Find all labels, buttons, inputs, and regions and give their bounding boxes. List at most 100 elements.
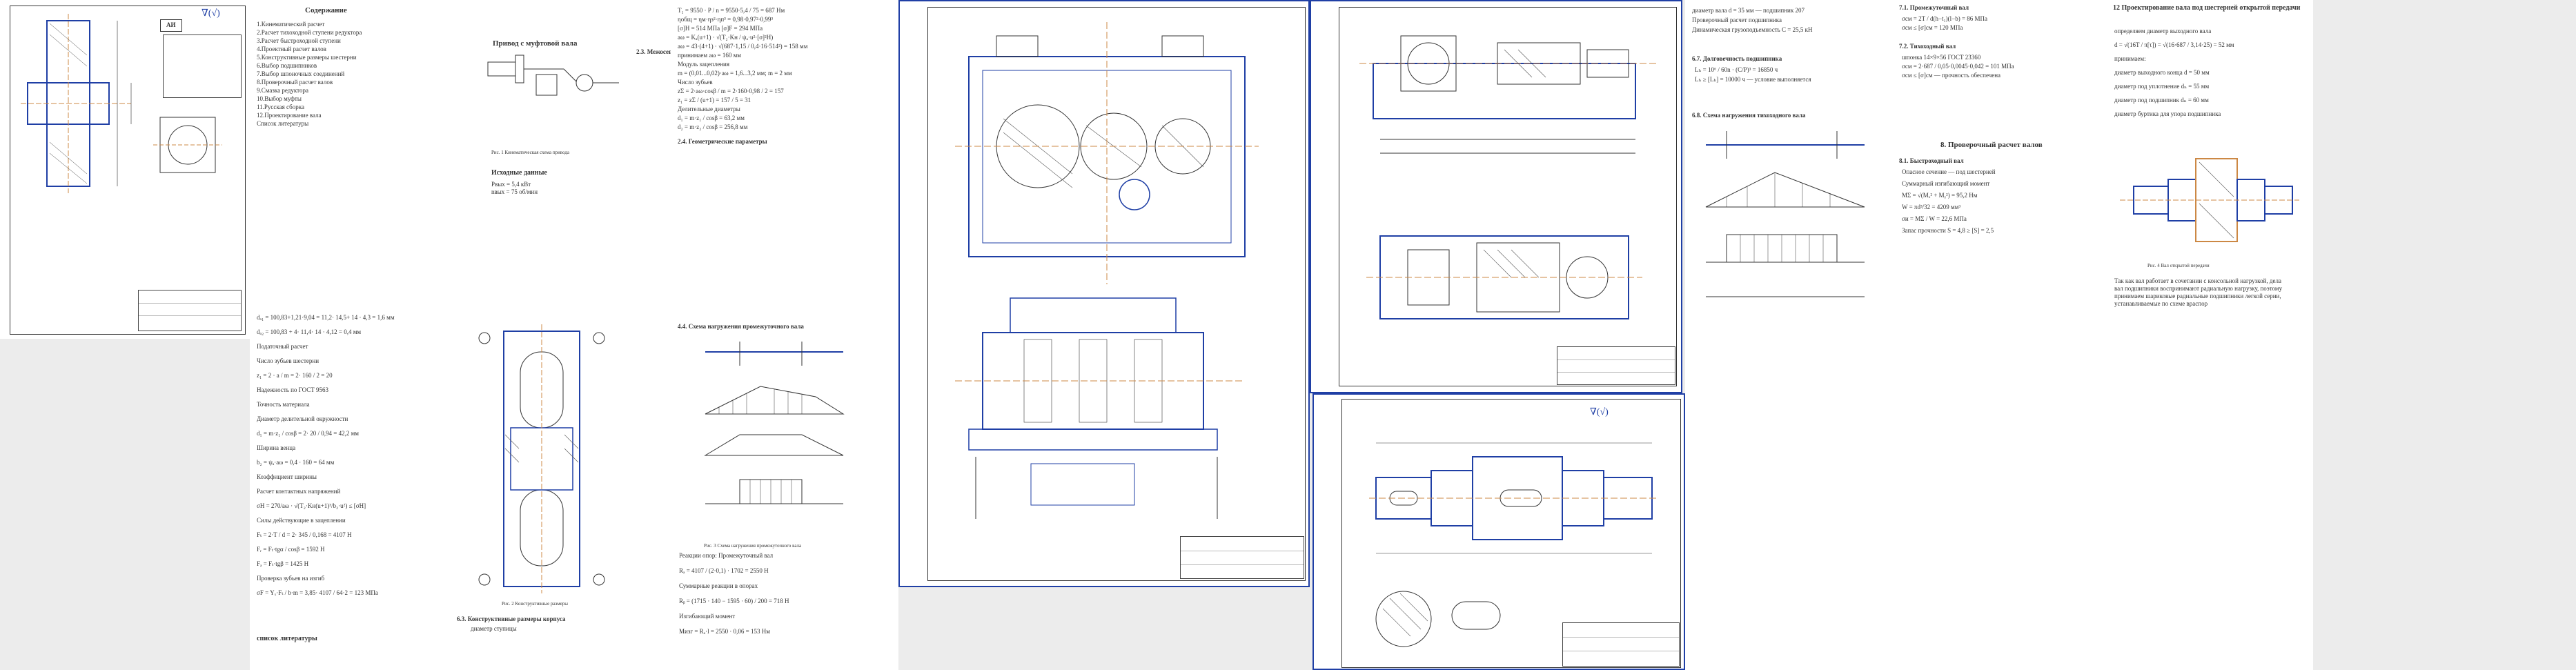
text-line: 12.Проектирование вала — [257, 112, 322, 119]
text-line: Lₕ ≥ [Lₕ] = 10000 ч — условие выполняетс… — [1695, 76, 1811, 83]
hub-detail-view — [153, 117, 222, 173]
text-line: Mизг = Rₐ·l = 2550 · 0,06 = 153 Нм — [679, 628, 770, 635]
section-slow-shaft: 7.2. Тихоходный вал — [1899, 43, 1956, 50]
text-line: 7.Выбор шпоночных соединений — [257, 70, 345, 77]
designation-label: АИ — [166, 21, 176, 28]
text-line: σи = MΣ / W = 22,6 МПа — [1902, 215, 1967, 222]
blank-margin — [2313, 0, 2576, 670]
shaft-roughness-symbol: ∇(√) — [1590, 407, 1609, 417]
text-line: Lₕ = 10⁶ / 60n · (C/P)³ = 16850 ч — [1695, 66, 1778, 73]
text-line: принимаем: — [2114, 55, 2146, 62]
text-line: d₁ = m·z₁ / cosβ = 63,2 мм — [678, 115, 745, 121]
layout-caption: Рис. 2 Конструктивные размеры — [502, 601, 568, 607]
text-line: 3.Расчет быстроходной ступени — [257, 37, 341, 44]
designation-box: АИ — [160, 19, 182, 32]
text-line: m = (0,01...0,02)·aω = 1,6...3,2 мм; m =… — [678, 70, 792, 77]
text-line: принимаем шариковые радиальные подшипник… — [2114, 293, 2281, 299]
shaft-title-block — [1562, 622, 1680, 667]
text-line: 6.Выбор подшипников — [257, 62, 317, 69]
text-line: Изгибающий момент — [679, 613, 736, 620]
text-line: Надежность по ГОСТ 9563 — [257, 386, 329, 393]
gear-wheel-section — [21, 14, 132, 193]
text-line: диаметр выходного конца d = 50 мм — [2114, 69, 2210, 76]
shaft-main-view — [1369, 442, 1659, 554]
text-line: σH = 270/aω · √(T₂·Kн(u+1)³/b₂·u²) ≤ [σH… — [257, 502, 366, 509]
layout-section: 6.3. Конструктивные размеры корпуса — [457, 615, 566, 622]
text-line: Силы действующие в зацеплении — [257, 517, 346, 524]
roughness-symbol: ∇(√) — [201, 8, 220, 19]
text-line: σсм ≤ [σ]см — прочность обеспечена — [1902, 72, 2001, 79]
assembly-front-view — [955, 297, 1245, 519]
section-shaft-check: 8. Проверочный расчет валов — [1940, 141, 2043, 149]
tech-requirements — [141, 264, 142, 271]
section-load-scheme: 4.4. Схема нагружения промежуточного вал… — [678, 323, 804, 330]
text-line: диаметр под уплотнение dₙ = 55 мм — [2114, 83, 2210, 90]
text-line: d₁ = m·z₁ / cosβ = 2· 20 / 0,94 = 42,2 м… — [257, 430, 359, 437]
drive-frame — [1339, 7, 1677, 386]
text-line: диаметр буртика для упора подшипника — [2114, 110, 2221, 117]
drawing-frame — [10, 6, 246, 335]
text-line: ηобщ = ηм·ηз²·ηп³ = 0,98·0,97²·0,99³ — [678, 16, 774, 23]
open-gear-shaft-drawing — [2120, 158, 2299, 242]
text-line: dₐ₁ = 100,83+1,21·9,04 = 11,2· 14,5+ 14 … — [257, 314, 395, 321]
text-line: Делительные диаметры — [678, 106, 740, 112]
text-line: диаметр вала d = 35 мм — подшипник 207 — [1692, 7, 1805, 14]
literature-footer: список литературы — [257, 635, 317, 642]
text-line: Опасное сечение — под шестерней — [1902, 168, 1996, 175]
text-line: Rₐ = 4107 / (2·0,1) · 1702 = 2550 Н — [679, 567, 769, 574]
text-line: T₁ = 9550 · P / n = 9550·5,4 / 75 = 687 … — [678, 7, 785, 14]
text-line: 5.Конструктивные размеры шестерни — [257, 54, 357, 61]
text-line: 4.Проектный расчет валов — [257, 46, 326, 52]
text-line: 2.Расчет тихоходной ступени редуктора — [257, 29, 362, 36]
text-line: Число зубьев шестерни — [257, 357, 319, 364]
section-slow-shaft-load: 6.8. Схема нагружения тихоходного вала — [1692, 112, 1806, 119]
text-line: Список литературы — [257, 120, 309, 127]
sheet-drive-assembly — [1310, 0, 1682, 393]
section-fast-shaft: 8.1. Быстроходный вал — [1899, 157, 1964, 164]
sheet-coupling: Привод с муфтовой вала Рис. 1 Кинематиче… — [450, 0, 711, 670]
text-line: 1.Кинематический расчет — [257, 21, 325, 28]
text-line: dₐ₂ = 100,83 + 4· 11,4· 14 · 4,12 = 0,4 … — [257, 328, 362, 335]
text-line: 9.Смазка редуктора — [257, 87, 308, 94]
text-line: z₁ = zΣ / (u+1) = 157 / 5 = 31 — [678, 97, 751, 104]
text-line: устанавливаемые по схеме враспор — [2114, 300, 2208, 307]
text-line: шпонка 14×9×56 ГОСТ 23360 — [1902, 54, 1981, 61]
text-line: d = √(16T / π[τ]) = √(16·687 / 3,14·25) … — [2114, 41, 2234, 48]
kinematic-scheme — [487, 55, 619, 96]
text-line: Fₐ = Fₜ·tgβ = 1425 Н — [257, 560, 309, 567]
text-line: aω = Kₐ(u+1) · √(T₂·Kн / ψₐ·u²·[σ]²H) — [678, 34, 774, 41]
text-line: 11.Русская сборка — [257, 104, 304, 110]
shaft-frame — [1341, 399, 1681, 668]
sheet-gearbox-assembly — [898, 0, 1310, 587]
load-diagram-caption: Рис. 3 Схема нагружения промежуточного в… — [704, 543, 802, 549]
text-line: MΣ = √(Mₓ² + Mᵧ²) = 95,2 Нм — [1902, 192, 1978, 199]
open-gear-shaft-caption: Рис. 4 Вал открытой передачи — [2147, 263, 2210, 268]
text-line: σF = Yₓ·Fₜ / b·m = 3,85· 4107 / 64·2 = 1… — [257, 589, 378, 596]
sheet-calculations-d: 7.1. Промежуточный вал σсм = 2T / d(h−t₁… — [1892, 0, 2106, 670]
drive-plan-view — [1359, 35, 1656, 154]
text-line: Диаметр делительной окружности — [257, 415, 348, 422]
text-line: диаметр под подшипник dₙ = 60 мм — [2114, 97, 2209, 104]
section-bearing-life: 6.7. Долговечность подшипника — [1692, 55, 1782, 62]
text-line: d₂ = m·z₂ / cosβ = 256,8 мм — [678, 124, 748, 130]
text-line: zΣ = 2·aω·cosβ / m = 2·160·0,98 / 2 = 15… — [678, 88, 784, 95]
assembly-frame — [927, 7, 1306, 581]
text-line: σсм ≤ [σ]см = 120 МПа — [1902, 24, 1963, 31]
text-line: z₁ = 2 · a / m = 2· 160 / 2 = 20 — [257, 372, 333, 379]
assembly-top-view — [955, 22, 1259, 284]
text-line: [σ]H = 514 МПа [σ]F = 294 МПа — [678, 25, 763, 32]
shaft-sections — [1375, 591, 1501, 647]
open-gear-shaft-title: 12 Проектирование вала под шестерней отк… — [2113, 4, 2301, 12]
text-line: Fₜ = 2·T / d = 2· 345 / 0,168 = 4107 Н — [257, 531, 352, 538]
coupling-title: Привод с муфтовой вала — [493, 39, 578, 48]
text-line: Реакции опор: Промежуточный вал — [679, 552, 774, 559]
text-line: Динамическая грузоподъемность C = 25,5 к… — [1692, 26, 1813, 33]
drive-side-view — [1366, 235, 1642, 319]
text-line: Коэффициент ширины — [257, 473, 317, 480]
title-block — [138, 290, 242, 331]
text-line: Fᵣ = Fₜ·tgα / cosβ = 1592 Н — [257, 546, 325, 553]
text-line: aω = 43·(4+1) · √(687·1,15 / 0,4·16·514²… — [678, 43, 808, 50]
layout-sub: диаметр ступицы — [471, 625, 517, 632]
input-data-label: Исходные данные — [491, 169, 547, 177]
